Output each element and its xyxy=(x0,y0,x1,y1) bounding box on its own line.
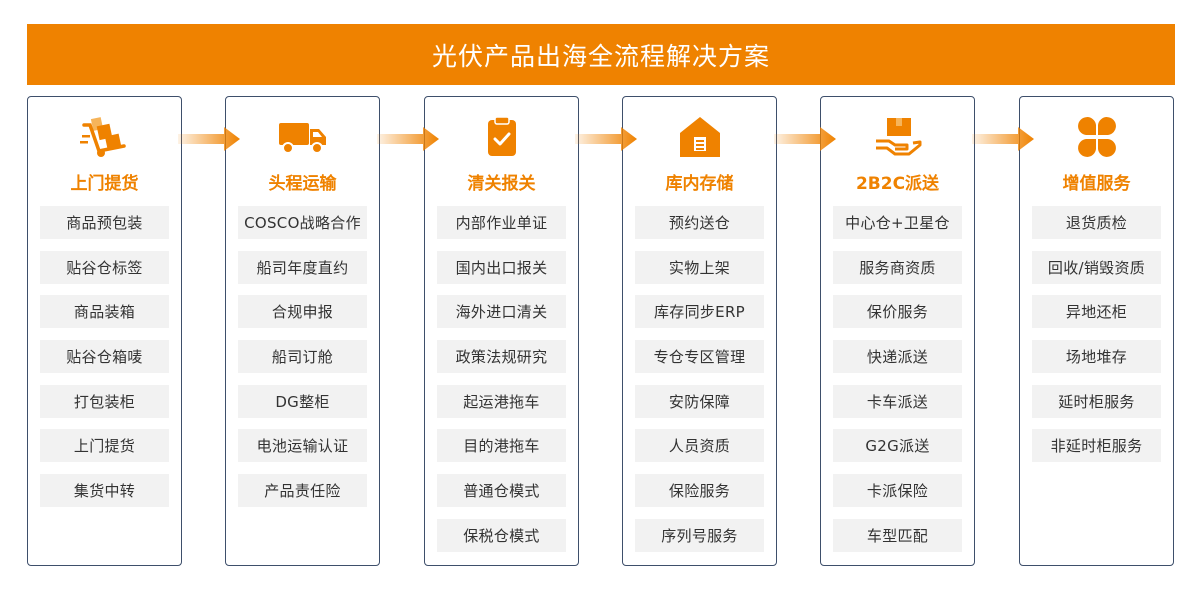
service-item: 延时柜服务 xyxy=(1032,384,1161,418)
service-item: 卡派保险 xyxy=(833,474,962,508)
service-item: G2G派送 xyxy=(833,429,962,463)
hand-truck-icon xyxy=(79,115,130,159)
stage-column-delivery: 2B2C派送 中心仓+卫星仓 服务商资质 保价服务 快递派送 卡车派送 G2G派… xyxy=(820,96,975,566)
stage-title: 清关报关 xyxy=(467,174,536,194)
service-item: 船司年度直约 xyxy=(238,250,367,284)
service-item: 回收/销毁资质 xyxy=(1032,250,1161,284)
flow-arrow-icon xyxy=(774,126,836,152)
service-item: 中心仓+卫星仓 xyxy=(833,206,962,239)
service-item: 序列号服务 xyxy=(635,518,764,552)
warehouse-icon xyxy=(675,115,725,159)
stage-title: 上门提货 xyxy=(70,174,139,194)
service-item: 场地堆存 xyxy=(1032,340,1161,374)
service-item: 保税仓模式 xyxy=(437,518,566,552)
service-item: 打包装柜 xyxy=(40,384,169,418)
truck-icon xyxy=(278,115,328,159)
stage-column-pickup: 上门提货 商品预包装 贴谷仓标签 商品装箱 贴谷仓箱唛 打包装柜 上门提货 集货… xyxy=(27,96,182,566)
flow-arrow-icon xyxy=(575,126,637,152)
service-item: 保价服务 xyxy=(833,295,962,329)
service-item: 国内出口报关 xyxy=(437,250,566,284)
stage-column-storage: 库内存储 预约送仓 实物上架 库存同步ERP 专仓专区管理 安防保障 人员资质 … xyxy=(622,96,777,566)
service-item: 产品责任险 xyxy=(238,474,367,508)
stage-column-first-leg: 头程运输 COSCO战略合作 船司年度直约 合规申报 船司订舱 DG整柜 电池运… xyxy=(225,96,380,566)
service-item: 服务商资质 xyxy=(833,250,962,284)
service-item: 贴谷仓箱唛 xyxy=(40,340,169,374)
service-item: 商品装箱 xyxy=(40,295,169,329)
hand-package-icon xyxy=(873,115,923,159)
service-item: 集货中转 xyxy=(40,474,169,508)
service-item: 车型匹配 xyxy=(833,518,962,552)
service-item: 非延时柜服务 xyxy=(1032,429,1161,463)
flow-arrow-icon xyxy=(178,126,240,152)
service-item: 商品预包装 xyxy=(40,206,169,239)
service-item: COSCO战略合作 xyxy=(238,206,367,239)
service-item: 保险服务 xyxy=(635,474,764,508)
service-item: 上门提货 xyxy=(40,429,169,463)
flow-arrow-icon xyxy=(972,126,1034,152)
flow-arrow-icon xyxy=(377,126,439,152)
service-item: 贴谷仓标签 xyxy=(40,250,169,284)
service-item: 目的港拖车 xyxy=(437,429,566,463)
stage-title: 2B2C派送 xyxy=(855,174,940,194)
service-item: 合规申报 xyxy=(238,295,367,329)
page-title-banner: 光伏产品出海全流程解决方案 xyxy=(27,24,1175,85)
page-title: 光伏产品出海全流程解决方案 xyxy=(431,41,770,71)
service-item: 安防保障 xyxy=(635,384,764,418)
service-item: 政策法规研究 xyxy=(437,340,566,374)
clipboard-check-icon xyxy=(477,115,527,159)
service-item: 预约送仓 xyxy=(635,206,764,239)
service-item: 起运港拖车 xyxy=(437,384,566,418)
stage-title: 增值服务 xyxy=(1062,174,1131,194)
service-item: 实物上架 xyxy=(635,250,764,284)
service-item: 卡车派送 xyxy=(833,384,962,418)
service-item: 快递派送 xyxy=(833,340,962,374)
service-item: 人员资质 xyxy=(635,429,764,463)
stage-title: 库内存储 xyxy=(665,174,734,194)
service-item: 电池运输认证 xyxy=(238,429,367,463)
service-item: 异地还柜 xyxy=(1032,295,1161,329)
service-item: DG整柜 xyxy=(238,384,367,418)
service-item: 内部作业单证 xyxy=(437,206,566,239)
service-item: 退货质检 xyxy=(1032,206,1161,239)
service-item: 船司订舱 xyxy=(238,340,367,374)
service-item: 海外进口清关 xyxy=(437,295,566,329)
service-item: 库存同步ERP xyxy=(635,295,764,329)
stage-title: 头程运输 xyxy=(268,174,337,194)
service-item: 专仓专区管理 xyxy=(635,340,764,374)
stage-column-customs: 清关报关 内部作业单证 国内出口报关 海外进口清关 政策法规研究 起运港拖车 目… xyxy=(424,96,579,566)
stage-column-value-added: 增值服务 退货质检 回收/销毁资质 异地还柜 场地堆存 延时柜服务 非延时柜服务 xyxy=(1019,96,1174,566)
service-item: 普通仓模式 xyxy=(437,474,566,508)
clover-icon xyxy=(1072,115,1122,159)
